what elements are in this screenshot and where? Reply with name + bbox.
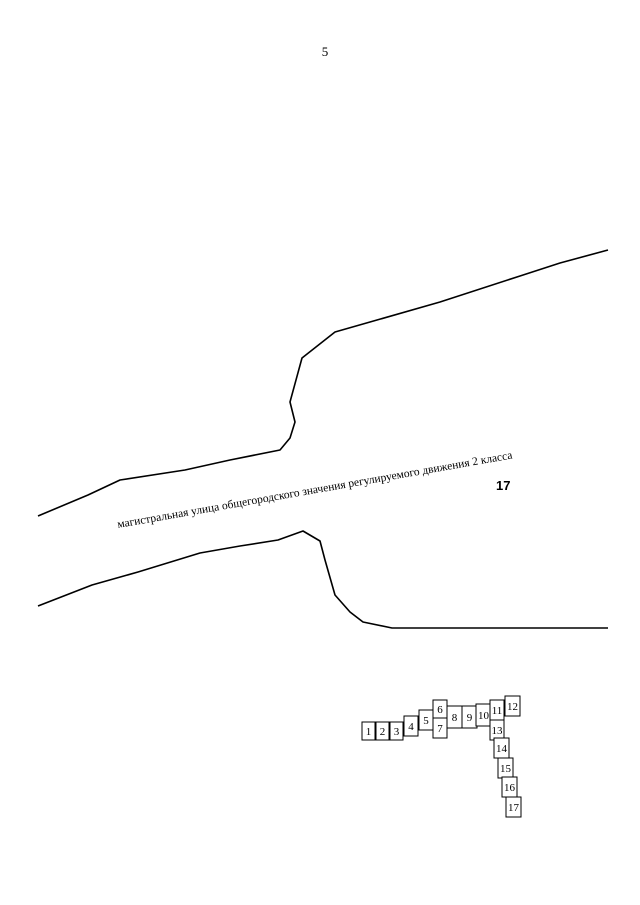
key-cell-number: 7 (437, 723, 443, 735)
key-cell-4 (403, 715, 419, 737)
key-cell-1 (361, 721, 376, 741)
key-cell-17 (505, 796, 522, 818)
road-edge-south (37, 530, 608, 629)
key-cell-number: 10 (478, 710, 490, 722)
page-number: 5 (321, 44, 329, 59)
key-cell-number: 16 (504, 782, 516, 794)
key-cell-number: 1 (366, 726, 372, 738)
key-cell-number: 12 (507, 701, 518, 713)
key-cell-number: 3 (394, 726, 400, 738)
road-edge-north (37, 249, 609, 517)
key-cell-number: 9 (467, 712, 473, 724)
key-cell-number: 17 (508, 802, 520, 814)
key-cell-number: 6 (437, 704, 443, 716)
key-cell-number: 4 (408, 721, 414, 733)
sheet-label: 17 (496, 478, 510, 493)
key-cell-12 (504, 695, 521, 717)
key-cell-2 (375, 721, 390, 741)
key-cell-number: 15 (500, 763, 512, 775)
key-cell-3 (389, 721, 404, 741)
key-cell-number: 2 (380, 726, 386, 738)
key-cell-number: 13 (492, 725, 504, 737)
key-cell-number: 11 (492, 705, 503, 717)
key-cell-number: 14 (496, 743, 508, 755)
key-cell-number: 8 (452, 712, 458, 724)
key-cell-number: 5 (423, 715, 429, 727)
street-label: магистральная улица общегородского значе… (116, 450, 513, 531)
